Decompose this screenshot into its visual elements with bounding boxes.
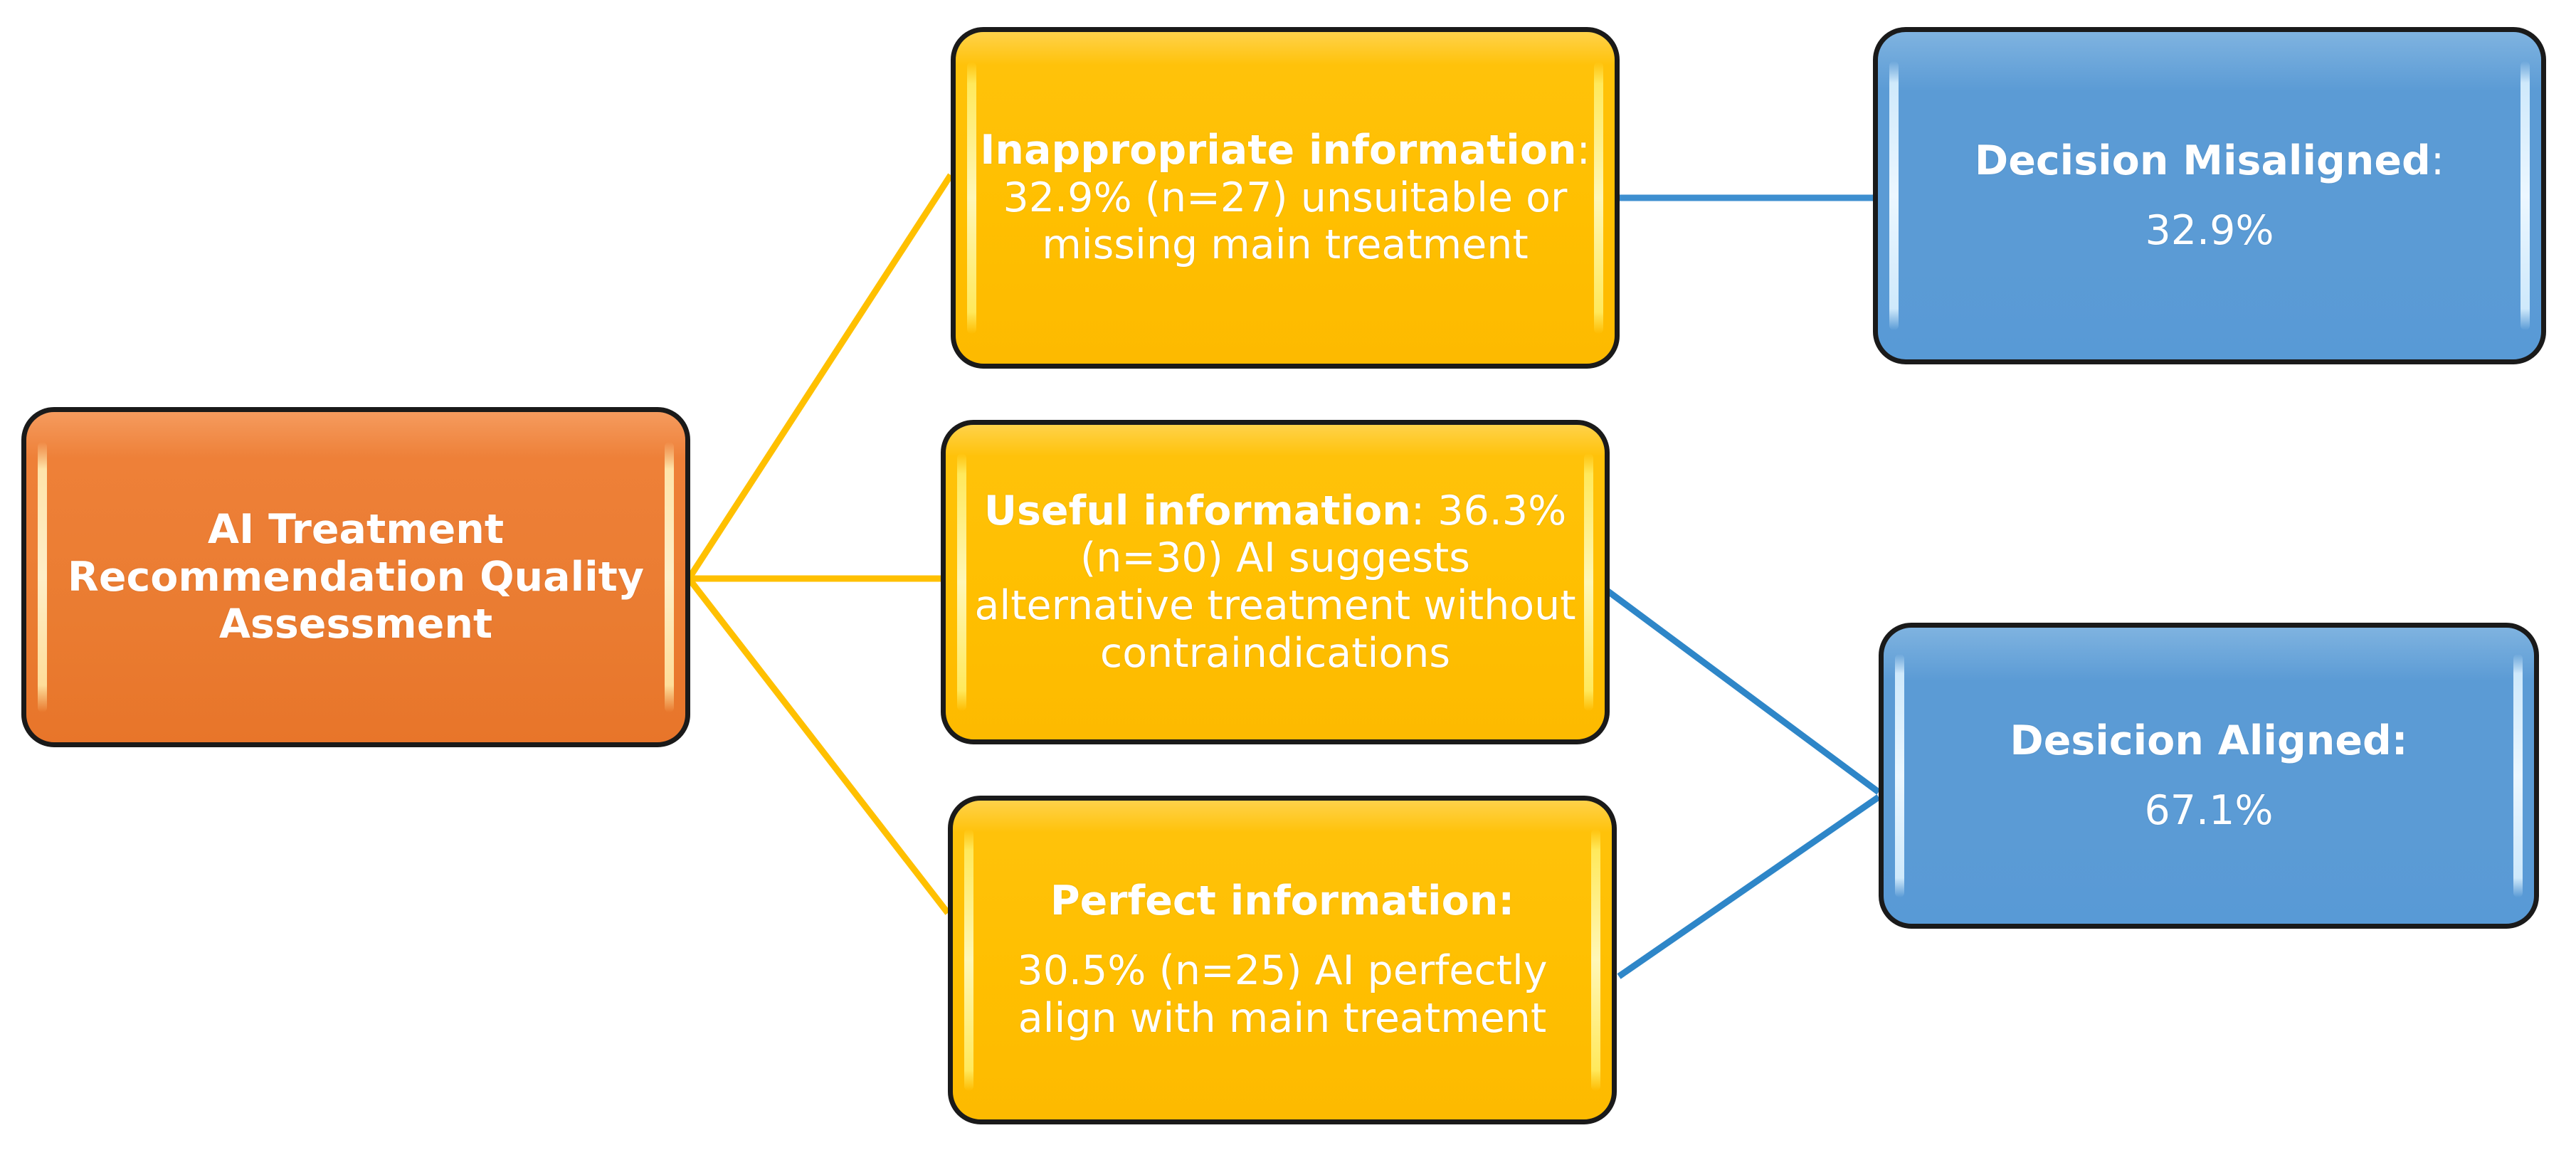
node-decision-aligned[interactable]: Desicion Aligned: 67.1%: [1879, 623, 2539, 929]
node-inappropriate-text: Inappropriate information: 32.9% (n=27) …: [956, 127, 1615, 269]
node-useful-heading: Useful information: [983, 487, 1411, 534]
node-inappropriate-heading: Inappropriate information: [980, 126, 1577, 174]
node-inappropriate[interactable]: Inappropriate information: 32.9% (n=27) …: [951, 27, 1620, 369]
node-root[interactable]: AI Treatment Recommendation Quality Asse…: [21, 407, 690, 747]
node-inappropriate-body: 32.9% (n=27) unsuitable or missing main …: [1003, 174, 1568, 269]
node-inappropriate-separator: :: [1576, 126, 1590, 174]
node-useful[interactable]: Useful information: 36.3% (n=30) AI sugg…: [941, 420, 1610, 744]
node-perfect-body: 30.5% (n=25) AI perfectly align with mai…: [1017, 947, 1548, 1043]
edge-perfect-to-aligned: [1617, 794, 1881, 979]
node-perfect-gap: [977, 925, 1588, 947]
node-decision-misaligned-text: Decision Misaligned: 32.9%: [1878, 137, 2541, 255]
node-useful-text: Useful information: 36.3% (n=30) AI sugg…: [946, 487, 1605, 677]
edge-root-to-perfect: [686, 576, 951, 915]
node-perfect-text: Perfect information: 30.5% (n=25) AI per…: [953, 877, 1612, 1042]
edge-root-to-inappropriate: [686, 173, 954, 581]
node-root-label: AI Treatment Recommendation Quality Asse…: [67, 505, 645, 648]
edge-useful-to-aligned: [1595, 581, 1881, 795]
node-decision-aligned-gap: [1908, 764, 2510, 786]
node-useful-body: 36.3% (n=30) AI suggests alternative tre…: [974, 487, 1576, 677]
node-decision-misaligned-percent: 32.9%: [2145, 206, 2274, 254]
node-useful-separator: :: [1410, 487, 1425, 534]
node-perfect-heading: Perfect information:: [1050, 877, 1515, 925]
node-decision-misaligned[interactable]: Decision Misaligned: 32.9%: [1873, 27, 2546, 364]
node-perfect[interactable]: Perfect information: 30.5% (n=25) AI per…: [948, 796, 1617, 1124]
node-decision-aligned-heading: Desicion Aligned:: [2010, 717, 2408, 764]
node-decision-aligned-percent: 67.1%: [2144, 786, 2274, 834]
node-decision-misaligned-separator: :: [2430, 137, 2445, 184]
node-decision-misaligned-heading: Decision Misaligned: [1974, 137, 2431, 184]
node-decision-aligned-text: Desicion Aligned: 67.1%: [1884, 717, 2534, 835]
node-decision-misaligned-gap: [1902, 184, 2517, 206]
